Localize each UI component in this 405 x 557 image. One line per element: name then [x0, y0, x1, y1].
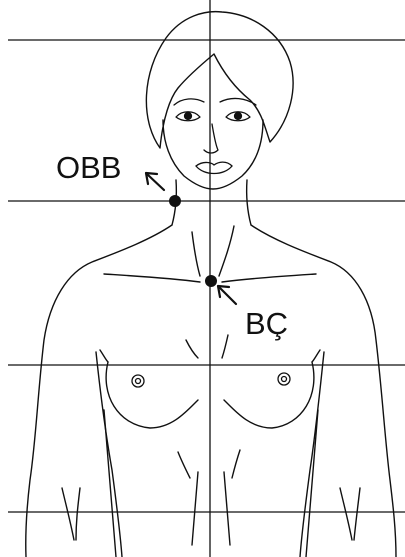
- left-neck-tendon: [192, 232, 200, 276]
- left-nipple-inner: [136, 379, 141, 384]
- obb-landmark-dot: [169, 195, 181, 207]
- left-eyebrow: [174, 99, 204, 105]
- left-shoulder-arm: [26, 225, 172, 557]
- sternum-left: [186, 340, 198, 358]
- obb-label: OBB: [56, 150, 121, 185]
- right-elbow-mark: [340, 488, 352, 540]
- right-eyebrow: [220, 98, 256, 105]
- bc-arrow-shaft: [220, 288, 236, 304]
- bc-landmark-dot: [205, 275, 217, 287]
- right-elbow-mark-2: [354, 488, 360, 540]
- right-inner-arm: [300, 352, 324, 557]
- sternum-right: [222, 335, 228, 358]
- left-elbow-mark: [62, 488, 74, 540]
- neck-right: [247, 180, 251, 225]
- right-clavicle: [222, 274, 316, 282]
- left-abdomen-line: [192, 472, 198, 545]
- left-axilla: [100, 350, 108, 362]
- right-iris: [235, 113, 242, 120]
- right-abdomen-line: [224, 472, 230, 545]
- lower-lip: [196, 166, 232, 174]
- right-nipple-inner: [282, 377, 287, 382]
- right-rib-line: [232, 450, 240, 478]
- right-shoulder-arm: [251, 225, 396, 557]
- bc-label: BÇ: [245, 306, 288, 341]
- right-axilla: [312, 350, 320, 362]
- left-clavicle: [104, 274, 200, 282]
- nose: [204, 124, 218, 153]
- left-elbow-mark-2: [76, 488, 80, 540]
- right-nipple: [278, 373, 290, 385]
- left-inner-arm: [96, 352, 122, 557]
- left-rib-line: [178, 452, 190, 478]
- obb-arrow-shaft: [148, 175, 164, 190]
- upper-lip: [196, 162, 232, 166]
- left-breast: [106, 362, 198, 428]
- left-nipple: [132, 375, 144, 387]
- left-iris: [185, 113, 192, 120]
- landmark-arrows: [146, 173, 236, 304]
- right-breast: [224, 362, 314, 428]
- right-neck-tendon: [219, 226, 234, 276]
- hair-outline: [146, 12, 293, 148]
